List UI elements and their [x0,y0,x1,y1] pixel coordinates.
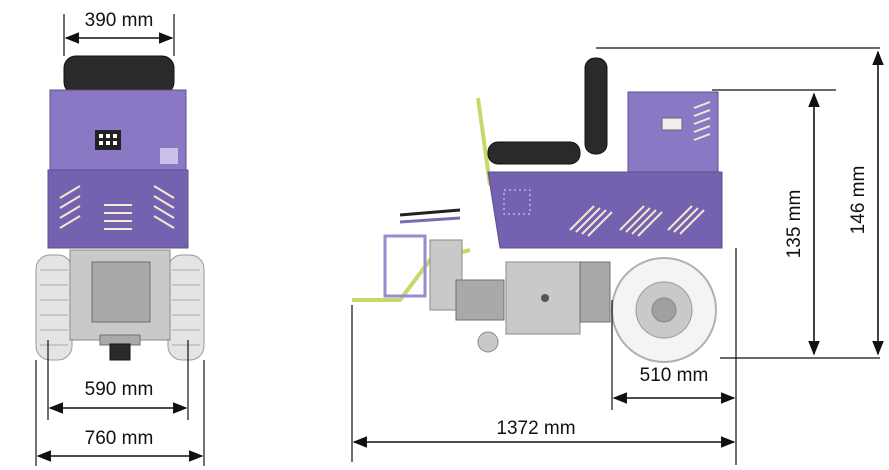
dim-side-overall-length-label: 1372 mm [496,418,575,439]
side-chassis [455,261,611,353]
front-upper-body [49,89,187,171]
side-rear-box [627,91,719,173]
dim-side-overall-height: 146 mm [596,47,884,356]
dim-side-body-height-label: 135 mm [784,190,805,259]
dim-front-overall: 760 mm [35,360,205,466]
front-seat-back [63,55,175,95]
dim-side-wheel-label: 510 mm [640,365,709,386]
dim-front-top-label: 390 mm [85,10,154,31]
side-rear-wheel [611,257,717,363]
front-right-track [167,254,205,361]
dim-side-overall-height-label: 146 mm [848,166,869,235]
dim-side-wheel: 510 mm [611,248,737,465]
dim-front-track: 590 mm [47,340,189,420]
dim-front-top: 390 mm [63,10,175,56]
side-view [352,57,723,363]
front-left-track [35,254,73,361]
side-front-frame [352,97,492,311]
front-view [35,55,205,361]
dim-front-track-label: 590 mm [85,379,154,400]
front-lower-body [47,169,189,249]
side-seat [487,57,608,165]
side-main-body [487,171,723,249]
dim-side-body-height: 135 mm [712,89,880,359]
front-chassis [69,249,171,361]
dim-side-overall-length: 1372 mm [351,305,736,462]
dim-front-overall-label: 760 mm [85,428,154,449]
